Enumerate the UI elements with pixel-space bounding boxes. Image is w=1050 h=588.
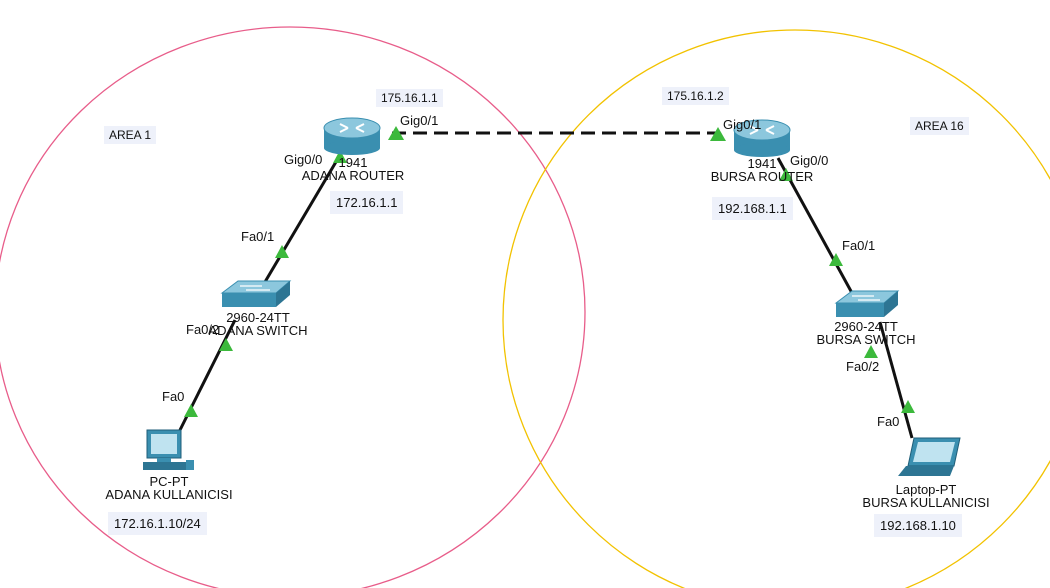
device-model: 1941 [338,155,368,170]
port-label: Fa0 [877,414,900,429]
router-icon[interactable] [323,117,381,155]
adana-router-ip: 172.16.1.1 [330,191,404,214]
link-up-indicator [710,127,726,141]
link-adana-router-switch[interactable] [260,149,345,288]
port-label: Fa0/1 [241,229,275,244]
link-up-indicator [388,126,404,140]
port-label: Gig0/1 [723,117,762,132]
link-up-indicator [219,338,233,351]
area-16-circle [502,29,1050,588]
adana-pc-ip: 172.16.1.10/24 [108,512,207,535]
link-bursa-switch-laptop[interactable] [878,321,914,439]
adana-wan-ip: 175.16.1.1 [376,89,443,107]
port-label: Fa0 [162,389,185,404]
laptop-icon[interactable] [898,437,961,476]
device-model: PC-PT [149,474,189,489]
link-up-indicator [184,404,198,417]
link-up-indicator [901,400,915,413]
port-label: Fa0/1 [842,238,876,253]
bursa-wan-ip: 175.16.1.2 [662,87,729,105]
link-up-indicator [829,253,843,266]
device-model: 1941 [747,156,777,171]
device-model: 2960-24TT [226,310,290,325]
port-label: Fa0/2 [846,359,880,374]
link-up-indicator [779,168,793,181]
area-1-circle [0,26,586,588]
pc-icon[interactable] [143,429,194,470]
bursa-router-ip: 192.168.1.1 [712,197,793,220]
device-name: BURSA SWITCH [816,332,916,347]
device-model: 2960-24TT [834,319,898,334]
area-16-label: AREA 16 [910,117,969,135]
router-icon[interactable] [733,119,791,157]
device-name: ADANA ROUTER [301,168,405,183]
link-up-indicator [333,150,347,163]
device-model: Laptop-PT [895,482,957,497]
port-label: Gig0/1 [400,113,439,128]
port-label: Fa0/2 [186,322,220,337]
link-up-indicator [864,345,878,358]
device-name: BURSA KULLANICISI [862,495,990,510]
area-1-label: AREA 1 [104,126,157,144]
device-name: ADANA SWITCH [208,323,308,338]
port-label: Gig0/0 [790,153,829,168]
device-name: ADANA KULLANICISI [105,487,233,502]
switch-icon[interactable] [220,280,292,307]
device-name: BURSA ROUTER [710,169,814,184]
bursa-laptop-ip: 192.168.1.10 [874,514,962,537]
switch-icon[interactable] [834,290,900,317]
link-up-indicator [275,245,289,258]
port-label: Gig0/0 [284,152,323,167]
